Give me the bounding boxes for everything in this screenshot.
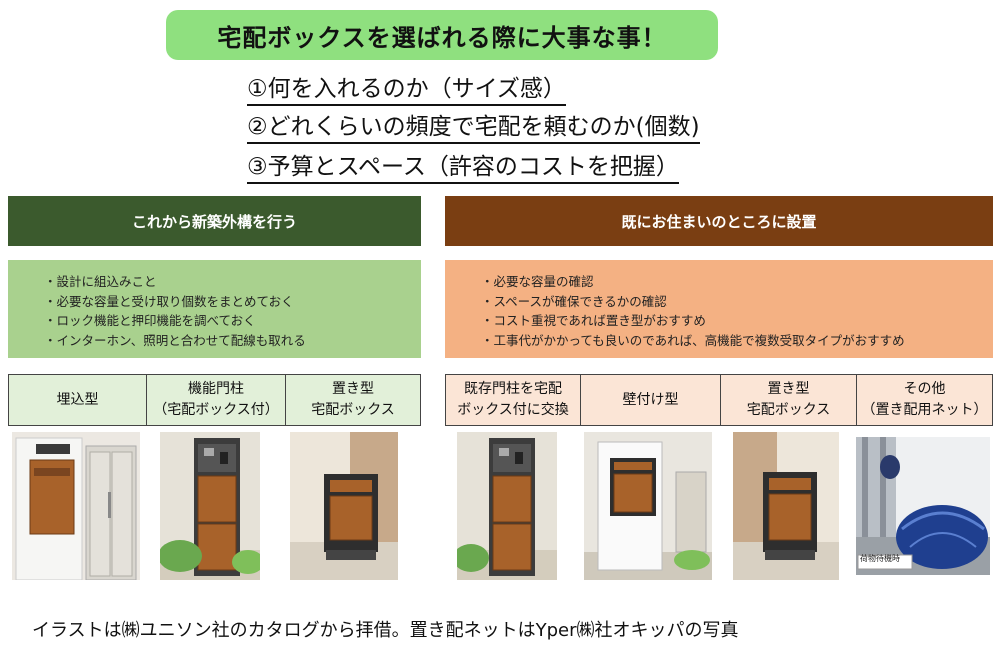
function-gate-post-illustration <box>160 432 260 580</box>
existing-home-header: 既にお住まいのところに設置 <box>445 196 993 246</box>
new-construction-notes: ・設計に組込みこと ・必要な容量と受け取り個数をまとめておく ・ロック機能と押印… <box>8 260 421 358</box>
type-function-gate-post: 機能門柱（宅配ボックス付） <box>147 375 286 425</box>
note-line: ・スペースが確保できるかの確認 <box>481 293 667 309</box>
existing-home-notes: ・必要な容量の確認 ・スペースが確保できるかの確認 ・コスト重視であれば置き型が… <box>445 260 993 358</box>
embedded-box-illustration <box>12 432 140 580</box>
type-standalone-box: 置き型宅配ボックス <box>721 375 857 425</box>
image-credit-caption: イラストは㈱ユニソン社のカタログから拝借。置き配ネットはYper㈱社オキッパの写… <box>32 620 739 641</box>
new-construction-types: 埋込型 機能門柱（宅配ボックス付） 置き型宅配ボックス <box>8 374 421 426</box>
type-other-net: その他（置き配用ネット） <box>857 375 992 425</box>
page-title: 宅配ボックスを選ばれる際に大事な事！ <box>166 10 718 60</box>
wall-mounted-box-illustration <box>584 432 712 580</box>
type-wall-mounted: 壁付け型 <box>581 375 721 425</box>
type-replace-gate-post: 既存門柱を宅配ボックス付に交換 <box>446 375 581 425</box>
note-line: ・インターホン、照明と合わせて配線も取れる <box>44 332 306 348</box>
new-construction-header: これから新築外構を行う <box>8 196 421 246</box>
standalone-box-illustration <box>733 432 839 580</box>
note-line: ・コスト重視であれば置き型がおすすめ <box>481 313 706 328</box>
point-budget: ③予算とスペース（許容のコストを把握） <box>247 152 679 184</box>
note-line: ・必要な容量と受け取り個数をまとめておく <box>44 293 294 309</box>
standalone-box-illustration <box>290 432 398 580</box>
existing-home-types: 既存門柱を宅配ボックス付に交換 壁付け型 置き型宅配ボックス その他（置き配用ネ… <box>445 374 993 426</box>
delivery-net-photo <box>856 437 990 575</box>
note-line: ・ロック機能と押印機能を調べておく <box>44 313 256 328</box>
point-size: ①何を入れるのか（サイズ感） <box>247 74 566 106</box>
type-standalone-box: 置き型宅配ボックス <box>286 375 420 425</box>
photo-label: 荷物待機時 <box>860 554 900 563</box>
replaced-gate-post-illustration <box>457 432 557 580</box>
note-line: ・工事代がかかっても良いのであれば、高機能で複数受取タイプがおすすめ <box>481 332 905 348</box>
point-frequency: ②どれくらいの頻度で宅配を頼むのか(個数) <box>247 112 700 144</box>
note-line: ・設計に組込みこと <box>44 274 157 289</box>
note-line: ・必要な容量の確認 <box>481 274 594 289</box>
type-embedded: 埋込型 <box>9 375 147 425</box>
